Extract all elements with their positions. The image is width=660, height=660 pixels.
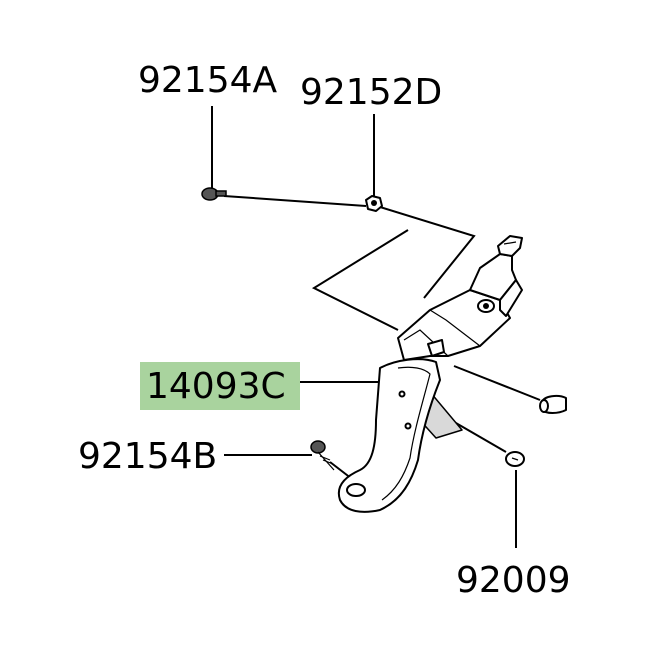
bracket-hole-1	[398, 390, 406, 398]
label-92009: 92009	[456, 560, 571, 601]
bracket-arm-edge	[381, 366, 431, 501]
nut-icon[interactable]	[365, 195, 383, 212]
bracket-hole-2	[404, 422, 412, 430]
label-92154a: 92154A	[138, 60, 278, 101]
screw-bottom-icon[interactable]	[505, 451, 525, 467]
label-92152d: 92152D	[300, 72, 442, 113]
bracket-arm	[337, 358, 441, 513]
label-14093c: 14093C	[146, 366, 286, 407]
label-highlight	[140, 362, 300, 410]
bracket-tab	[427, 339, 445, 357]
leader-screw-to-nut	[223, 195, 367, 207]
label-92154b: 92154B	[78, 436, 217, 477]
bracket-right-flange	[499, 279, 523, 317]
leader-side-fold	[311, 229, 409, 331]
bracket-foot-hole	[346, 483, 366, 497]
screw-left-icon[interactable]	[310, 440, 335, 471]
screw-top-icon[interactable]	[201, 187, 227, 201]
bracket-icon[interactable]	[337, 235, 523, 513]
bracket-top-tab	[497, 235, 523, 257]
leader-nut-to-bracket	[379, 206, 476, 299]
grommet-icon[interactable]	[539, 394, 567, 414]
leader-grommet-right	[453, 365, 541, 401]
bracket-upper-plate	[397, 289, 511, 361]
